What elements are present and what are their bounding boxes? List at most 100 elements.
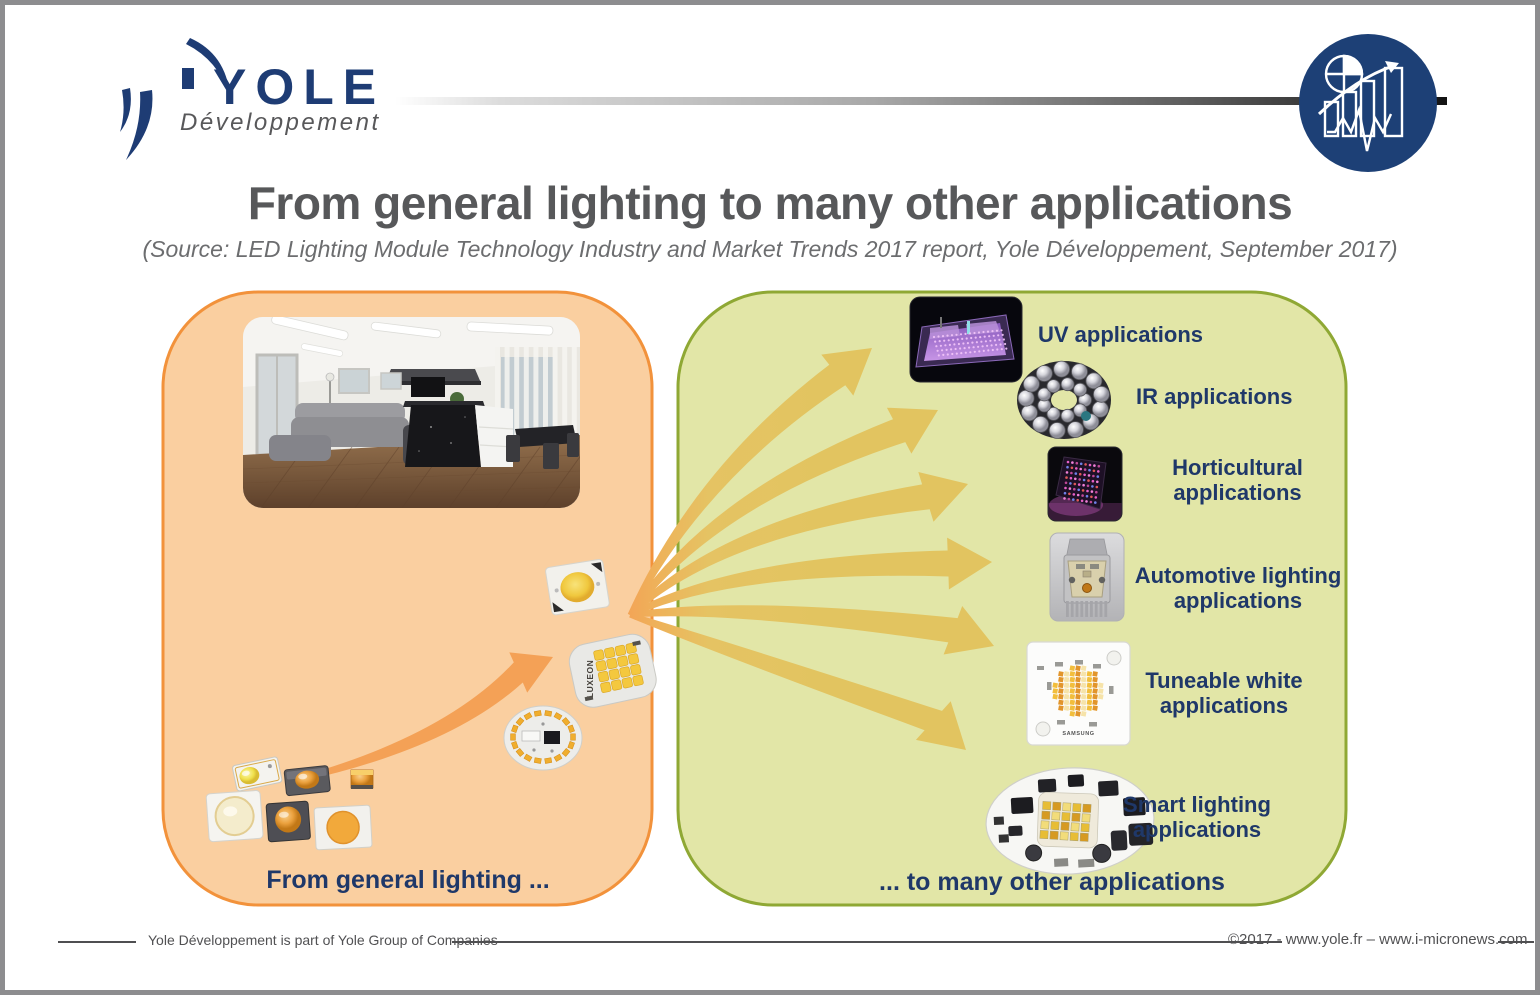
tuneable-led: [1080, 671, 1087, 677]
tuneable-led: [1080, 711, 1087, 717]
curtain-fold: [571, 347, 577, 457]
header-divider-line: [395, 97, 1447, 105]
smart-led: [1042, 801, 1052, 811]
uv-applications-image: [909, 296, 1023, 383]
dining-chair: [543, 443, 559, 469]
uv-led-dot: [972, 346, 975, 349]
line-chart-icon: [1327, 105, 1393, 152]
uv-led-dot: [946, 353, 949, 356]
app-label-automotive: Automotive lighting applications: [1134, 563, 1342, 614]
tuneable-led: [1052, 688, 1058, 694]
grow-led-dot: [1077, 483, 1081, 486]
uv-led-dot: [939, 344, 942, 347]
grow-led-dot: [1092, 474, 1095, 478]
ir-led: [1032, 416, 1050, 433]
tuneable-led: [1075, 693, 1081, 700]
ir-led: [1020, 404, 1038, 422]
ir-led: [1073, 382, 1087, 397]
ir-led: [1022, 375, 1040, 393]
uv-led-dot: [959, 333, 963, 336]
ac-slot: [521, 730, 541, 742]
right-panel-caption: ... to many other applications: [879, 868, 1225, 896]
tuneable-led: [1086, 699, 1093, 706]
uv-led-dot: [984, 340, 987, 343]
grow-led-dot: [1078, 472, 1082, 476]
grow-led-dot: [1072, 493, 1076, 496]
grow-led-dot: [1071, 461, 1074, 464]
smart-led: [1081, 813, 1091, 823]
uv-led-dot: [970, 336, 973, 340]
page-title: From general lighting to many other appl…: [247, 177, 1293, 229]
uv-led-dot: [944, 344, 947, 347]
tuneable-led: [1063, 688, 1070, 694]
ac-round-module: [503, 705, 583, 771]
curtain-fold: [533, 347, 539, 457]
uv-led-dot: [981, 345, 984, 348]
smart-led: [1060, 821, 1070, 831]
market-charts-icon: [1299, 34, 1437, 172]
ir-led: [1093, 385, 1110, 403]
app-label-ir: IR applications: [1136, 384, 1293, 409]
grow-led-dot: [1090, 490, 1094, 493]
ir-led: [1085, 372, 1103, 390]
uv-led-dot: [998, 338, 1001, 341]
ir-applications-image: [1017, 360, 1111, 439]
grow-led-dot: [1066, 465, 1069, 469]
ac-led: [515, 747, 525, 757]
grow-led-dot: [1082, 483, 1085, 487]
uv-led-dot: [974, 336, 977, 339]
grow-led-dot: [1074, 477, 1077, 481]
uv-led-dot: [953, 343, 956, 346]
tuneable-led: [1069, 671, 1076, 677]
ac-led: [523, 712, 533, 721]
tuneable-led: [1058, 705, 1064, 711]
uv-led-dot: [992, 334, 995, 337]
orange-arrow: [299, 652, 553, 782]
grow-led-dot: [1092, 469, 1096, 473]
chaise: [269, 435, 331, 461]
curtain-fold: [504, 347, 510, 457]
tuneable-led: [1063, 705, 1070, 711]
pie-slice: [1342, 54, 1364, 76]
tuneable-led: [1075, 711, 1081, 717]
ir-led: [1046, 407, 1061, 421]
uv-led-dot: [988, 335, 991, 338]
uv-led-dot: [942, 353, 945, 356]
uv-led-dot: [1001, 333, 1004, 336]
uv-led-dot: [980, 340, 983, 343]
fan-arrow: [627, 348, 872, 617]
grow-led-dot: [1064, 486, 1067, 490]
tuneable-led: [1075, 688, 1081, 694]
living-room-photo: [243, 317, 580, 508]
smart-led: [1040, 820, 1050, 830]
ir-led: [1035, 365, 1053, 382]
ac-led: [544, 710, 553, 717]
uv-led-dot: [937, 335, 940, 338]
luxeon-brand-text: LUXEON: [585, 660, 595, 698]
curtain-fold: [552, 347, 558, 457]
ac-led: [567, 724, 575, 734]
tuneable-led: [1086, 671, 1093, 677]
uv-led-dot: [1005, 347, 1008, 350]
led-package: [313, 804, 373, 851]
fin: [1066, 601, 1069, 617]
island-cabinet: [475, 405, 513, 467]
window: [338, 368, 370, 394]
heatsink-fins: [1066, 601, 1108, 617]
smart-led: [1082, 803, 1092, 813]
grow-led-dot: [1087, 474, 1091, 477]
smart-led: [1039, 830, 1049, 840]
tv: [411, 377, 445, 397]
ac-led: [544, 757, 553, 764]
ceiling-light: [370, 321, 442, 339]
fin: [1070, 601, 1074, 617]
grow-led-dot: [1073, 487, 1076, 491]
ac-led: [515, 717, 525, 727]
ac-led-ring: [510, 710, 576, 764]
grow-led-dot: [1096, 480, 1099, 484]
samsung-brand-text: SAMSUNG: [1062, 731, 1094, 737]
tuneable-led: [1069, 705, 1076, 711]
tuneable-led: [1098, 682, 1104, 689]
grow-led-dot: [1096, 475, 1100, 478]
grow-led-dot: [1097, 470, 1100, 473]
